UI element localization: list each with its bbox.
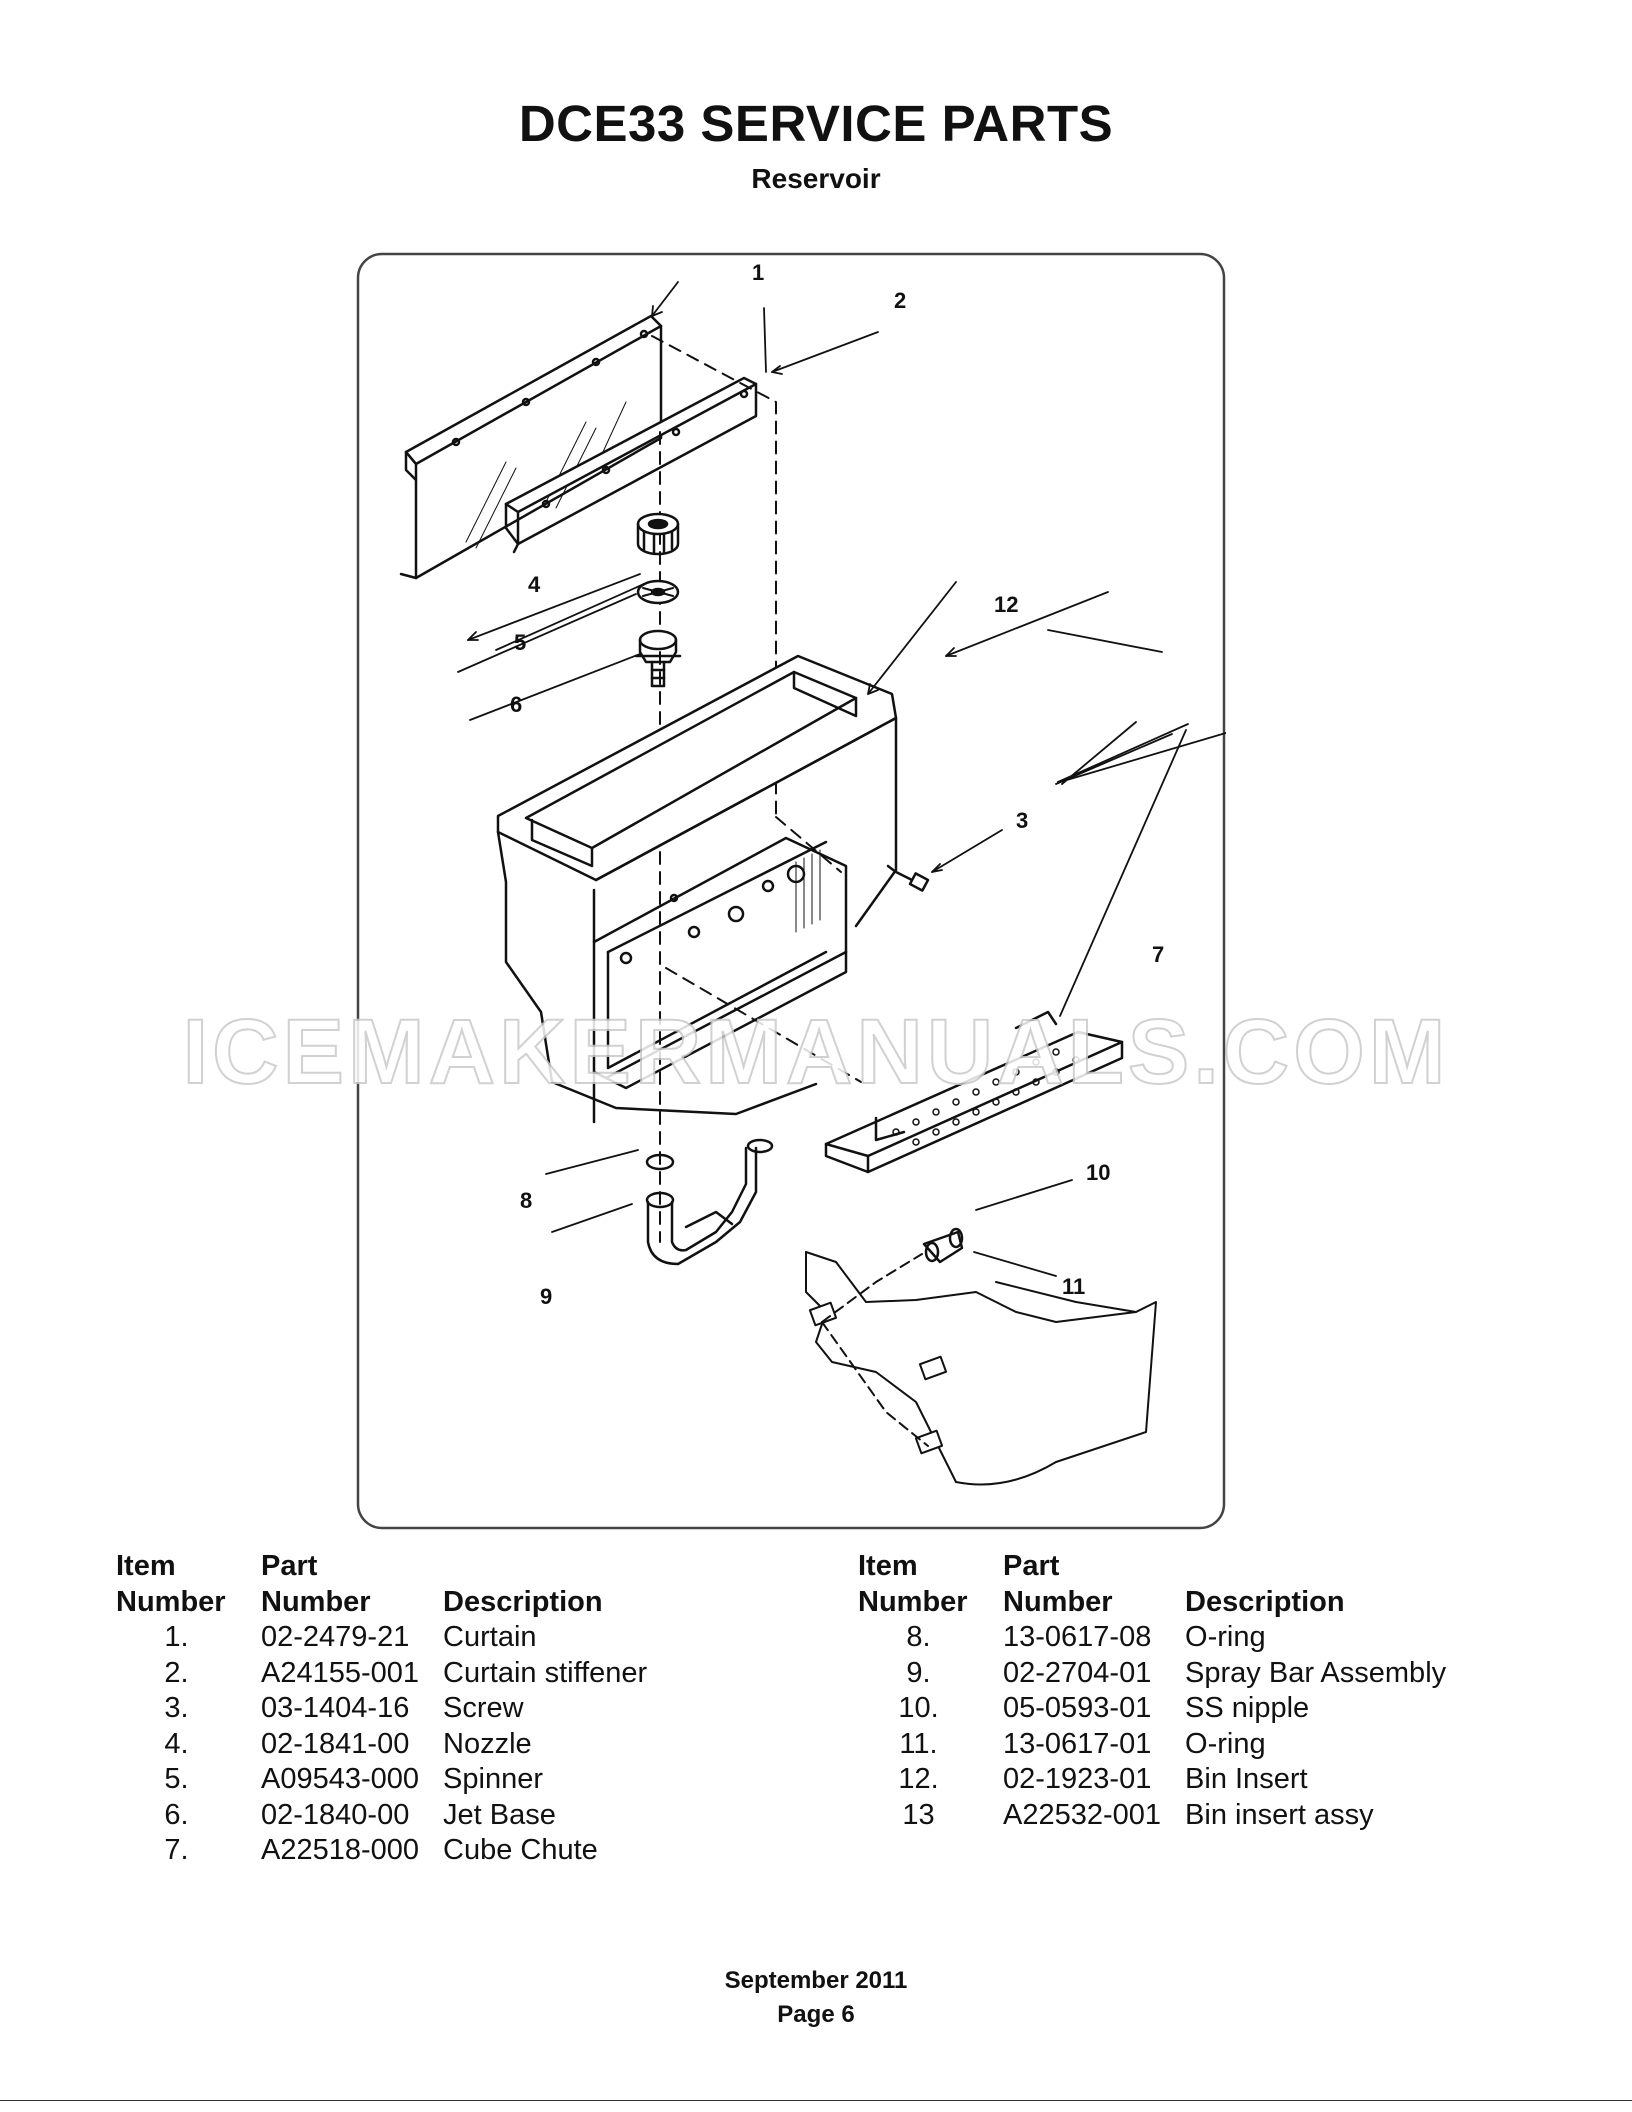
callout-2: 2: [894, 288, 906, 313]
curtain-stiffener-part: [504, 376, 758, 554]
cube-chute-part: [824, 1010, 1124, 1174]
bin-wall-part: [805, 1251, 1157, 1486]
callout-1: 1: [752, 260, 764, 285]
callout-leaders: [457, 281, 1226, 1277]
callout-6: 6: [510, 692, 522, 717]
curtain-part: [399, 314, 663, 580]
bottom-rule: [0, 2100, 1632, 2101]
page-title: DCE33 SERVICE PARTS: [518, 95, 1114, 152]
spray-bar-part: [645, 1138, 774, 1266]
ss-nipple-part: [922, 1227, 964, 1264]
description-header: Description: [1185, 1586, 1345, 1618]
callout-10: 10: [1086, 1160, 1110, 1185]
screw-part: [886, 864, 930, 892]
callout-12: 12: [994, 592, 1018, 617]
jet-base-part: [634, 629, 682, 688]
callout-8: 8: [520, 1188, 532, 1213]
callout-11: 11: [1062, 1274, 1085, 1299]
callout-3: 3: [1016, 808, 1028, 833]
callout-4: 4: [528, 572, 541, 597]
nozzle-part: [636, 512, 680, 556]
watermark: ICEMAKERMANUALS.COM: [182, 1000, 1450, 1104]
callout-9: 9: [540, 1284, 552, 1309]
o-ring-part: [645, 1153, 675, 1171]
callout-7: 7: [1152, 942, 1164, 967]
description-header: Description: [443, 1586, 603, 1618]
page-number: Page 6: [777, 2001, 855, 2028]
callout-5: 5: [514, 630, 526, 655]
diagram-frame: [356, 252, 1226, 1530]
page-subtitle: Reservoir: [751, 163, 881, 194]
bin-insert-part: [496, 654, 898, 1124]
page-footer: September 2011 Page 6: [0, 1964, 1632, 2032]
spinner-part: [636, 579, 680, 605]
exploded-parts-diagram: 1 2 3 4 5 6 7 8 9 10 11 12 13: [356, 252, 1226, 1530]
footer-date: September 2011: [724, 1967, 908, 1994]
